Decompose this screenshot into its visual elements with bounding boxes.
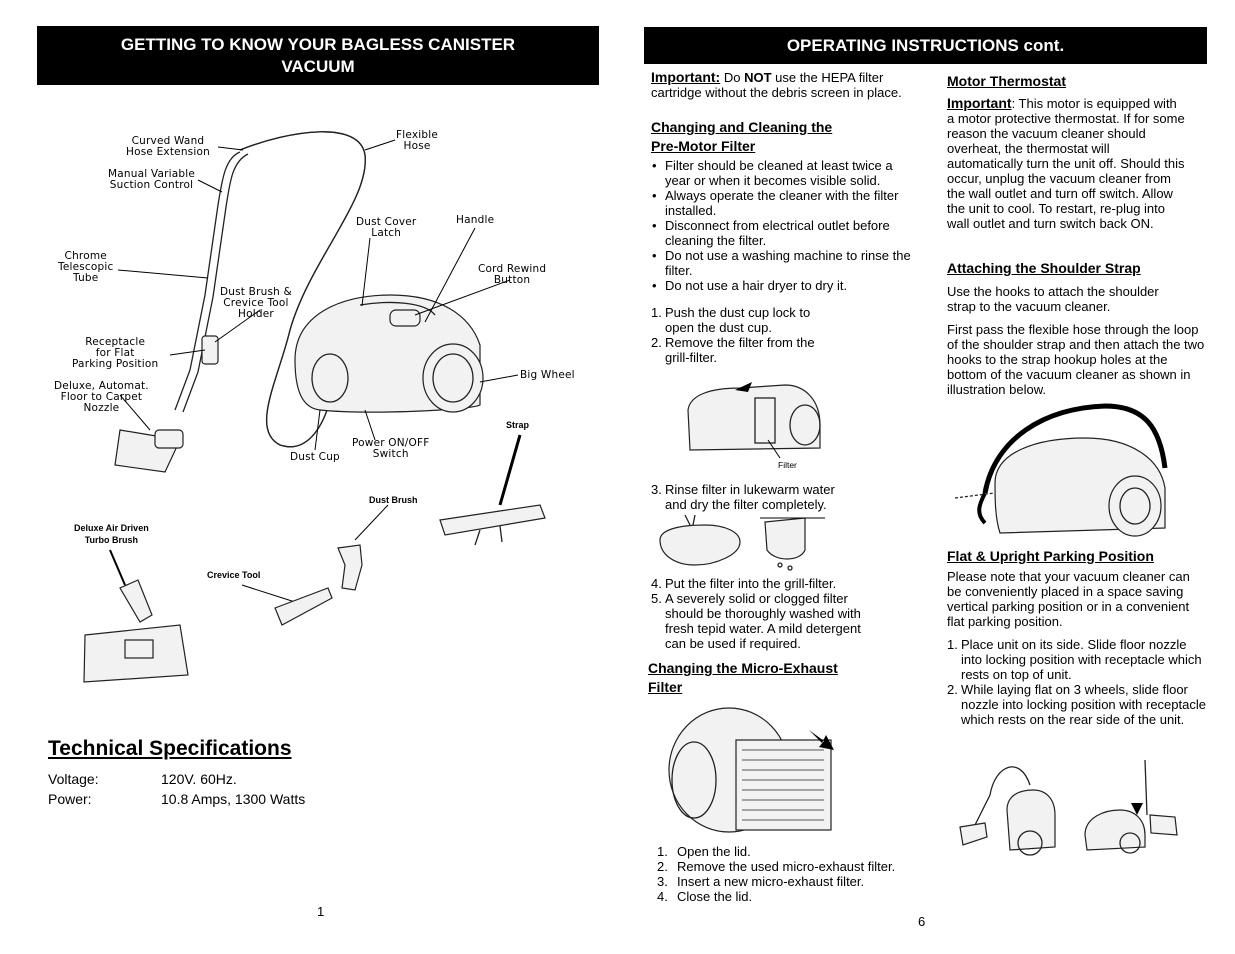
rinse-filter-illustration — [659, 514, 825, 571]
premotor-steps-b: 4.Put the filter into the grill-filter. … — [651, 576, 883, 651]
list-item: 5.A severely solid or clogged filter sho… — [651, 591, 861, 651]
premotor-heading: Changing and Cleaning the Pre-Motor Filt… — [651, 119, 833, 154]
right-page-number: 6 — [918, 914, 926, 929]
label-curved-wand: Curved Wand Hose Extension — [126, 135, 210, 158]
micro-exhaust-heading: Changing the Micro-Exhaust Filter — [648, 660, 838, 695]
label-manual-suction: Manual Variable Suction Control — [108, 168, 196, 191]
left-page-number: 1 — [317, 904, 325, 919]
shoulder-strap-p2: First pass the flexible hose through the… — [947, 322, 1205, 397]
micro-exhaust-illustration — [668, 707, 834, 833]
parking-steps: 1.Place unit on its side. Slide floor no… — [947, 637, 1207, 727]
label-flexible-hose: Flexible Hose — [396, 129, 439, 152]
left-title-banner: GETTING TO KNOW YOUR BAGLESS CANISTER VA… — [37, 26, 599, 85]
label-crevice-tool: Crevice Tool — [207, 570, 261, 580]
premotor-steps-a: 1.Push the dust cup lock to open the dus… — [651, 305, 831, 365]
label-receptacle: Receptacle for Flat Parking Position — [72, 336, 159, 370]
list-item: 2.Remove the filter from the grill-filte… — [651, 335, 815, 365]
label-cord-rewind: Cord Rewind Button — [478, 263, 547, 286]
list-item: 3.Insert a new micro-exhaust filter. — [657, 874, 865, 889]
list-item: 4.Close the lid. — [657, 889, 753, 904]
important-label: Important: — [651, 69, 721, 85]
right-title-banner: OPERATING INSTRUCTIONS cont. — [644, 27, 1207, 64]
label-strap: Strap — [506, 420, 530, 430]
spec-power-label: Power: — [48, 791, 92, 807]
shoulder-strap-heading: Attaching the Shoulder Strap — [947, 260, 1141, 276]
list-item: Do not use a hair dryer to dry it. — [651, 278, 916, 293]
spec-voltage-value: 120V. 60Hz. — [161, 771, 237, 787]
parking-text: Please note that your vacuum cleaner can… — [947, 569, 1190, 629]
list-item: 4.Put the filter into the grill-filter. — [651, 576, 837, 591]
list-item: 2.While laying flat on 3 wheels, slide f… — [947, 682, 1206, 727]
vacuum-diagram — [114, 131, 519, 473]
list-item: 1.Push the dust cup lock to open the dus… — [651, 305, 811, 335]
motor-important-label: Important — [947, 95, 1012, 111]
list-item: Always operate the cleaner with the filt… — [651, 188, 916, 218]
label-power-switch: Power ON/OFF Switch — [352, 437, 430, 460]
left-title-line-2: VACUUM — [281, 56, 355, 76]
right-title: OPERATING INSTRUCTIONS cont. — [786, 35, 1065, 55]
grill-filter-illustration — [687, 382, 821, 459]
list-item: Do not use a washing machine to rinse th… — [651, 248, 916, 278]
specs-title: Technical Specifications — [48, 737, 292, 760]
list-item: Filter should be cleaned at least twice … — [651, 158, 916, 188]
micro-exhaust-steps: 1.Open the lid. 2.Remove the used micro-… — [651, 844, 931, 904]
label-floor-nozzle: Deluxe, Automat. Floor to Carpet Nozzle — [54, 380, 149, 414]
label-dust-brush: Dust Brush — [369, 495, 418, 505]
motor-thermostat-text: Important: This motor is equipped with a… — [947, 95, 1185, 232]
motor-thermostat-heading: Motor Thermostat — [947, 73, 1066, 89]
important-note: Important: Do NOT use the HEPA filter ca… — [651, 69, 902, 101]
parking-position-illustration — [959, 759, 1178, 856]
label-dust-brush-holder: Dust Brush & Crevice Tool Holder — [220, 286, 292, 320]
label-dust-cup: Dust Cup — [290, 451, 340, 463]
list-item: 1.Place unit on its side. Slide floor no… — [947, 637, 1202, 682]
label-dust-cover-latch: Dust Cover Latch — [356, 216, 417, 239]
left-title-line-1: GETTING TO KNOW YOUR BAGLESS CANISTER — [120, 34, 516, 54]
spec-power-value: 10.8 Amps, 1300 Watts — [161, 791, 306, 807]
label-chrome-tube: Chrome Telescopic Tube — [58, 250, 114, 284]
spec-voltage-label: Voltage: — [48, 771, 99, 787]
shoulder-strap-illustration — [954, 403, 1168, 537]
premotor-bullets: Filter should be cleaned at least twice … — [651, 158, 916, 293]
list-item: Disconnect from electrical outlet before… — [651, 218, 916, 248]
label-big-wheel: Big Wheel — [520, 369, 575, 381]
list-item: 3.Rinse filter in lukewarm water and dry… — [651, 482, 835, 512]
shoulder-strap-p1: Use the hooks to attach the shoulder str… — [947, 284, 1159, 314]
parking-heading: Flat & Upright Parking Position — [947, 548, 1154, 564]
list-item: 2.Remove the used micro-exhaust filter. — [657, 859, 896, 874]
accessories-illustration — [83, 434, 546, 683]
premotor-step-3: 3.Rinse filter in lukewarm water and dry… — [651, 482, 851, 512]
filter-label: Filter — [778, 460, 797, 470]
label-handle: Handle — [456, 214, 495, 226]
label-turbo-brush: Deluxe Air Driven Turbo Brush — [74, 523, 149, 545]
list-item: 1.Open the lid. — [657, 844, 751, 859]
